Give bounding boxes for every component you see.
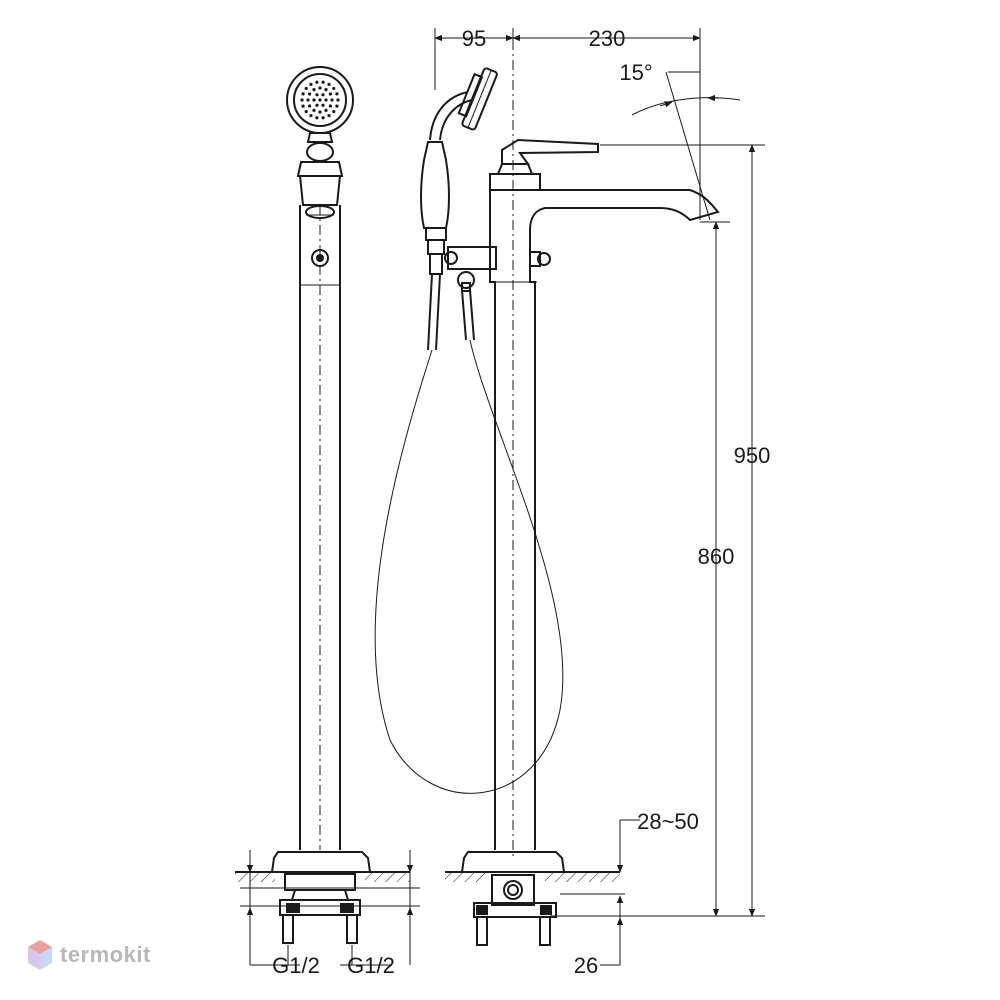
nozzle-dot	[324, 98, 328, 102]
shower-holder-ball	[306, 142, 334, 162]
left-pipe-a	[282, 914, 294, 944]
thread-left-label: G1/2	[272, 953, 320, 978]
nozzle-dot	[315, 80, 319, 84]
nozzle-dot	[306, 98, 310, 102]
dim-230-label: 230	[589, 26, 626, 51]
nozzle-dot	[327, 82, 331, 87]
shower-head-holes	[300, 80, 340, 120]
nozzle-dot	[312, 88, 316, 92]
nozzle-dot	[327, 113, 331, 118]
front-view	[374, 40, 720, 946]
side-view	[235, 66, 420, 966]
nozzle-dot	[332, 109, 336, 114]
nozzle-dot	[308, 104, 312, 108]
shower-head-inner	[293, 73, 347, 127]
left-pipe-b	[346, 914, 358, 944]
watermark-text: termokit	[60, 942, 151, 967]
nozzle-dot	[301, 104, 305, 108]
nozzle-dot	[324, 88, 328, 92]
watermark: termokit	[26, 938, 151, 972]
nozzle-dot	[324, 108, 328, 112]
left-base	[270, 851, 372, 873]
nozzle-dot	[328, 92, 332, 96]
nozzle-dot	[301, 92, 305, 96]
mixer-lever	[501, 138, 599, 165]
side-knob	[311, 249, 329, 267]
nozzle-dot	[300, 98, 304, 102]
watermark-cube-icon	[28, 940, 52, 970]
dim-860-label: 860	[698, 544, 735, 569]
thread-right-label: G1/2	[347, 953, 395, 978]
nozzle-dot	[318, 98, 322, 102]
handheld-handle	[420, 141, 450, 229]
nozzle-dot	[318, 110, 322, 114]
left-column	[299, 205, 341, 850]
dim-95-label: 95	[462, 26, 486, 51]
spout	[529, 189, 720, 260]
nozzle-dot	[304, 109, 308, 114]
dim-26-label: 26	[574, 953, 598, 978]
nozzle-dot	[335, 92, 339, 96]
hose-bracket	[447, 246, 497, 270]
nozzle-dot	[315, 103, 319, 107]
nozzle-dot	[332, 86, 336, 91]
nozzle-dot	[318, 86, 322, 90]
nozzle-dot	[321, 103, 325, 107]
nozzle-dot	[315, 116, 319, 120]
holder-cup	[296, 161, 344, 177]
nozzle-dot	[309, 82, 313, 87]
nozzle-dot	[312, 98, 316, 102]
nozzle-dot	[315, 93, 319, 97]
dim-angle-label: 15°	[619, 60, 652, 85]
nozzle-dot	[335, 104, 339, 108]
nozzle-dot	[304, 86, 308, 91]
nozzle-dot	[321, 116, 325, 120]
dim-28-50-label: 28~50	[637, 809, 699, 834]
nozzle-dot	[336, 98, 340, 102]
dim-950-label: 950	[734, 443, 771, 468]
nozzle-dot	[312, 108, 316, 112]
nozzle-dot	[308, 92, 312, 96]
shower-hose	[374, 339, 564, 794]
nozzle-dot	[309, 113, 313, 118]
nozzle-dot	[330, 98, 334, 102]
dimension-lines	[434, 28, 765, 966]
nozzle-dot	[321, 93, 325, 97]
nozzle-dot	[328, 104, 332, 108]
handheld-head	[457, 67, 498, 131]
nozzle-dot	[321, 80, 325, 84]
